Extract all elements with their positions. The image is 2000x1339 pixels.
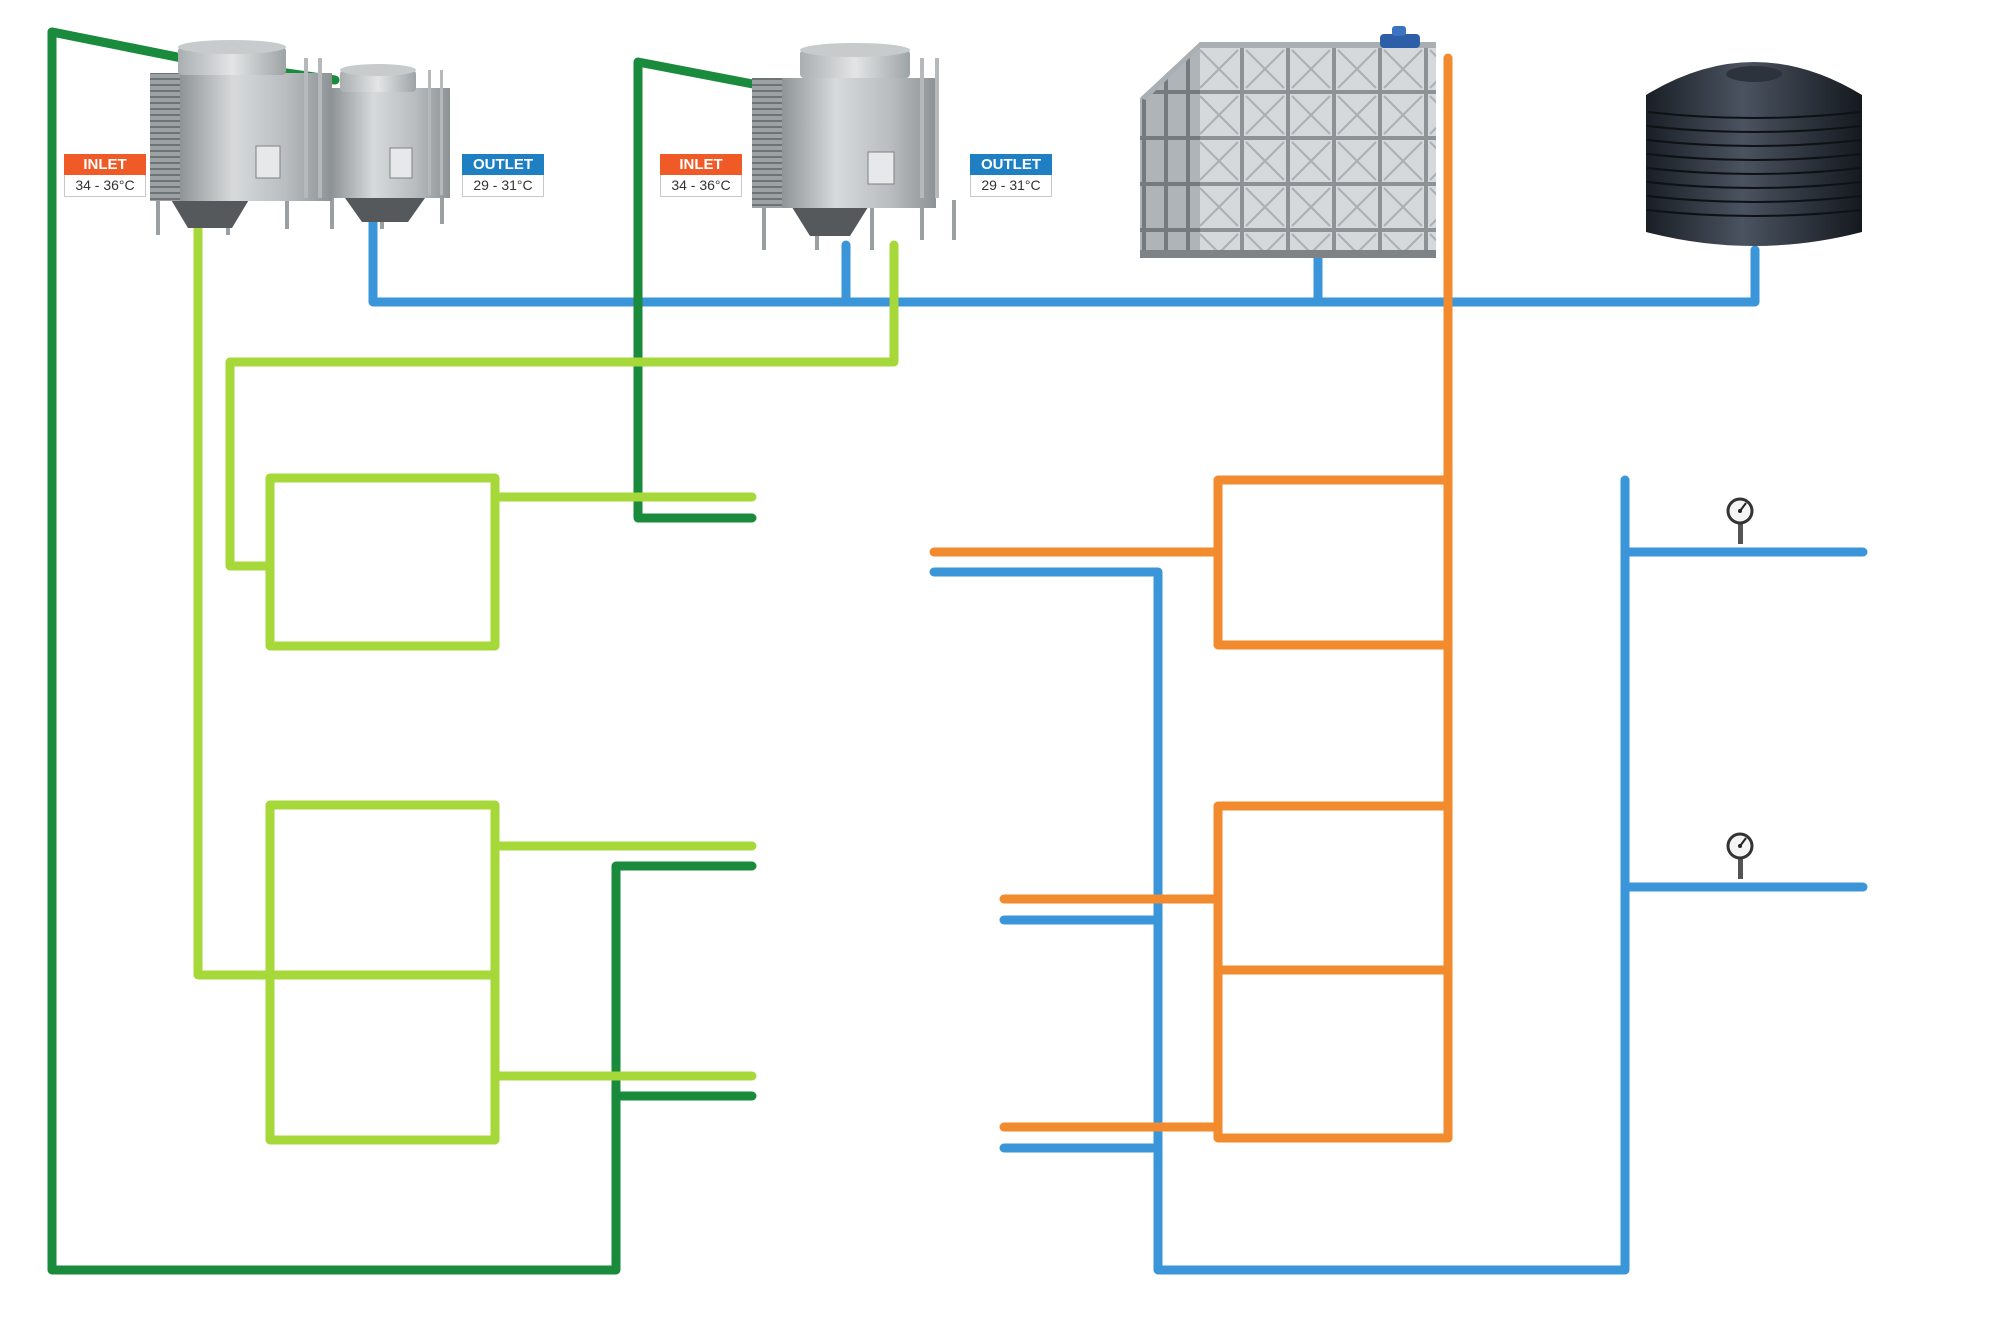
- light-green-box-upper: [265, 473, 500, 651]
- tower2-outlet-label: OUTLET 29 - 31°C: [970, 154, 1052, 197]
- steel-panel-tank-icon: [1140, 26, 1436, 258]
- light-green-tower1-drop: [193, 215, 275, 980]
- inlet-heading: INLET: [660, 154, 742, 175]
- inlet-temperature: 34 - 36°C: [660, 175, 742, 197]
- inlet-temperature: 34 - 36°C: [64, 175, 146, 197]
- dark-green-tower2: [633, 57, 763, 523]
- light-green-box-lower: [265, 800, 500, 1145]
- orange-box-upper: [1213, 475, 1453, 650]
- condenser-return-pipes: [193, 215, 899, 1145]
- cooling-tower-icon: [752, 43, 956, 250]
- inlet-heading: INLET: [64, 154, 146, 175]
- city-water-pipes: [368, 212, 1868, 1275]
- outlet-heading: OUTLET: [462, 154, 544, 175]
- blue-header-pipe: [368, 212, 1760, 307]
- plastic-water-tank-icon: [1646, 62, 1862, 246]
- pressure-gauge-icon: [1726, 497, 1754, 544]
- dark-green-tower1-feed: [47, 27, 187, 63]
- pressure-gauge-icon: [1726, 832, 1754, 879]
- orange-box-mid: [1213, 801, 1453, 975]
- orange-box-low: [1213, 965, 1453, 1143]
- blue-supply-loop: [929, 475, 1630, 1275]
- hot-water-pipes: [929, 53, 1453, 1143]
- light-green-tower2-header: [225, 240, 899, 571]
- outlet-temperature: 29 - 31°C: [970, 175, 1052, 197]
- tower1-inlet-label: INLET 34 - 36°C: [64, 154, 146, 197]
- tower2-inlet-label: INLET 34 - 36°C: [660, 154, 742, 197]
- outlet-temperature: 29 - 31°C: [462, 175, 544, 197]
- outlet-heading: OUTLET: [970, 154, 1052, 175]
- cooling-tower-icon: [150, 40, 450, 235]
- tower1-outlet-label: OUTLET 29 - 31°C: [462, 154, 544, 197]
